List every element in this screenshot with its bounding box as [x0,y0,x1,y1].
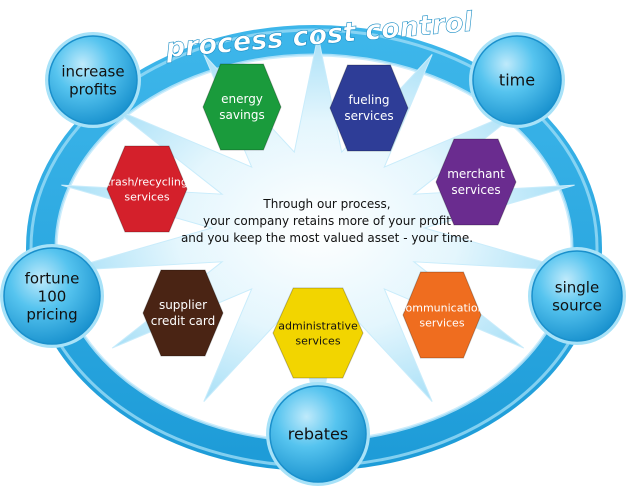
hexagon-label: supplier [159,298,207,312]
node-label: profits [69,80,117,98]
hexagon-label: services [124,190,169,203]
node-label: time [499,71,535,90]
hexagon-fueling-services: fueling services [329,64,409,152]
hexagon-label: fueling [348,93,389,107]
hexagon-label: administrative [278,319,358,332]
hexagon-shape [402,271,482,359]
node-label: rebates [288,425,348,444]
node-circle [472,35,562,125]
hexagon-label: savings [219,108,265,122]
node-label: fortune [25,269,80,287]
node-label: 100 [38,287,67,305]
node-circle [48,35,138,125]
center-text: Through our process, your company retain… [181,197,473,245]
hexagon-shape [272,287,364,379]
hexagon-shape [106,145,188,233]
node-circle [269,385,367,483]
hexagon-communication-services: communication services [399,271,485,359]
hexagon-supplier-credit-card: supplier credit card [142,269,224,357]
hexagon-shape [435,138,517,226]
center-text-line-3: and you keep the most valued asset - you… [181,231,473,245]
node-circle [3,247,101,345]
hexagon-label: merchant [447,167,505,181]
hexagon-shape [142,269,224,357]
hexagon-label: trash/recycling [106,175,188,188]
node-time: time [469,32,565,128]
node-rebates: rebates [266,382,370,486]
hexagon-label: services [295,334,340,347]
hexagon-label: communication [399,301,484,314]
service-hexagons: energysavingsfuelingservicestrash/recycl… [106,63,517,379]
node-label: increase [61,62,124,80]
hexagon-energy-savings: energy savings [202,63,282,151]
hexagon-label: services [344,109,393,123]
hexagon-label: services [451,183,500,197]
hexagon-administrative-services: administrative services [272,287,364,379]
hexagon-trash-recycling-services: trash/recycling services [106,145,188,233]
node-label: source [552,296,602,314]
hexagon-label: energy [221,92,263,106]
center-text-line-2: your company retains more of your profit [203,214,451,228]
node-label: pricing [26,305,77,323]
hexagon-merchant-services: merchant services [435,138,517,226]
center-text-line-1: Through our process, [262,197,390,211]
node-label: single [555,278,599,296]
hexagon-shape [202,63,282,151]
hexagon-shape [329,64,409,152]
node-circle [531,250,623,342]
hexagon-label: credit card [151,314,215,328]
hexagon-label: services [419,316,464,329]
